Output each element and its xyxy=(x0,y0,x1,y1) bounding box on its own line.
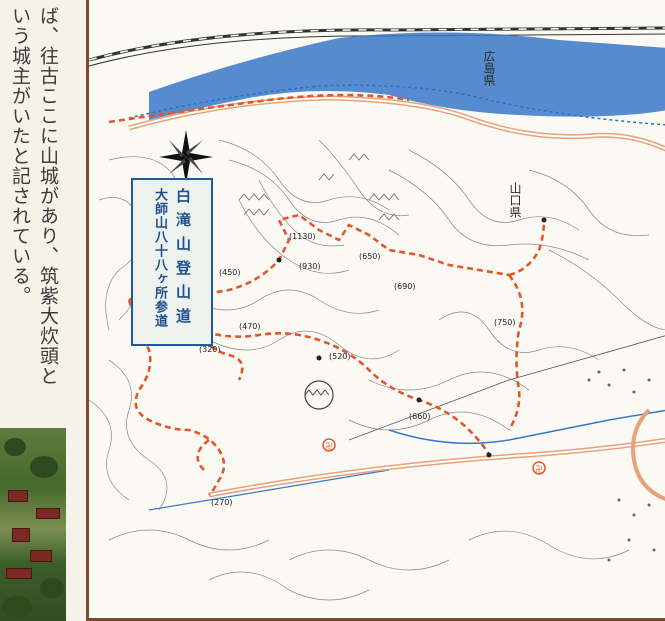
svg-text:卍: 卍 xyxy=(535,465,543,474)
compass-rose-icon xyxy=(159,130,213,184)
village-photo xyxy=(0,428,66,621)
elevation-label: (750) xyxy=(494,318,516,327)
terrain-hatching xyxy=(238,153,400,221)
map-canvas: 卍 卍 xyxy=(89,26,665,601)
map-title-main: 白滝山登山道 xyxy=(174,188,192,332)
elevation-label: (650) xyxy=(359,252,381,261)
elevation-label: (320) xyxy=(199,345,221,354)
elevation-label: (270) xyxy=(211,498,233,507)
stream-lower xyxy=(508,409,665,441)
map-title-sub: 大師山八十八ヶ所参道 xyxy=(152,188,167,328)
elevation-label: (470) xyxy=(239,322,261,331)
shrine-icon: 卍 xyxy=(532,461,546,475)
settlement-dots xyxy=(587,368,656,562)
elevation-label: (1130) xyxy=(289,232,316,241)
temple-icon: 卍 xyxy=(322,438,336,452)
railway-line xyxy=(89,26,665,67)
elevation-label: (520) xyxy=(329,352,351,361)
elevation-label: (660) xyxy=(409,412,431,421)
label-yamaguchi: 山口県 xyxy=(508,182,522,218)
svg-text:卍: 卍 xyxy=(325,442,333,451)
elevation-label: (450) xyxy=(219,268,241,277)
body-text-column-1: ば、往古ここに山城があり、筑紫大炊頭と xyxy=(37,6,59,386)
contour-lines xyxy=(89,139,665,601)
label-hiroshima: 広島県 xyxy=(482,50,496,86)
elevation-label: (690) xyxy=(394,282,416,291)
elevation-label: (930) xyxy=(299,262,321,271)
body-text-column-2: いう城主がいたと記されている。 xyxy=(9,6,31,306)
river-body xyxy=(149,32,665,120)
map-title-box: 白滝山登山道 大師山八十八ヶ所参道 xyxy=(131,178,213,346)
trail-map: 卍 卍 xyxy=(86,0,665,621)
waypoint-markers xyxy=(276,217,547,458)
